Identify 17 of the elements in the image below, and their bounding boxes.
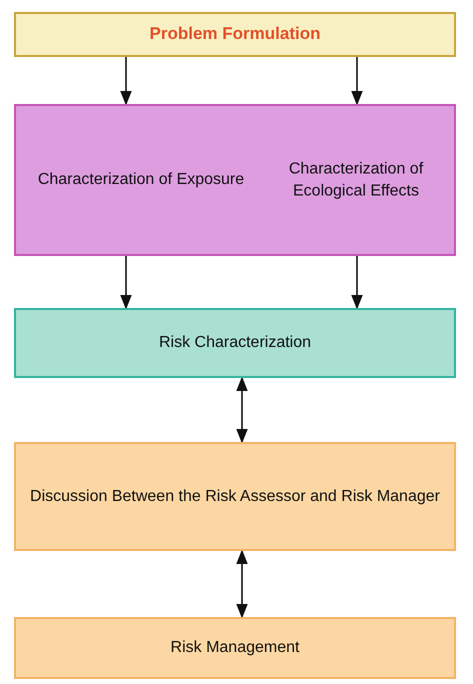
box-label: Discussion Between the Risk Assessor and Risk Manager xyxy=(30,486,440,507)
process-box xyxy=(14,442,456,551)
box-label: Characterization of Ecological Effects xyxy=(288,159,424,201)
arrow xyxy=(120,57,132,106)
process-box xyxy=(14,617,456,679)
arrow xyxy=(236,550,248,618)
arrow xyxy=(236,376,248,444)
box-label: Risk Characterization xyxy=(158,333,312,354)
process-box xyxy=(14,12,456,57)
process-box xyxy=(14,104,456,256)
arrow xyxy=(351,57,363,106)
box-label: Problem Formulation xyxy=(150,23,320,46)
box-label: Characterization of Exposure xyxy=(36,170,246,190)
process-box xyxy=(14,308,456,378)
box-label: Risk Management xyxy=(170,638,300,658)
arrow xyxy=(120,256,132,310)
arrow xyxy=(351,256,363,310)
